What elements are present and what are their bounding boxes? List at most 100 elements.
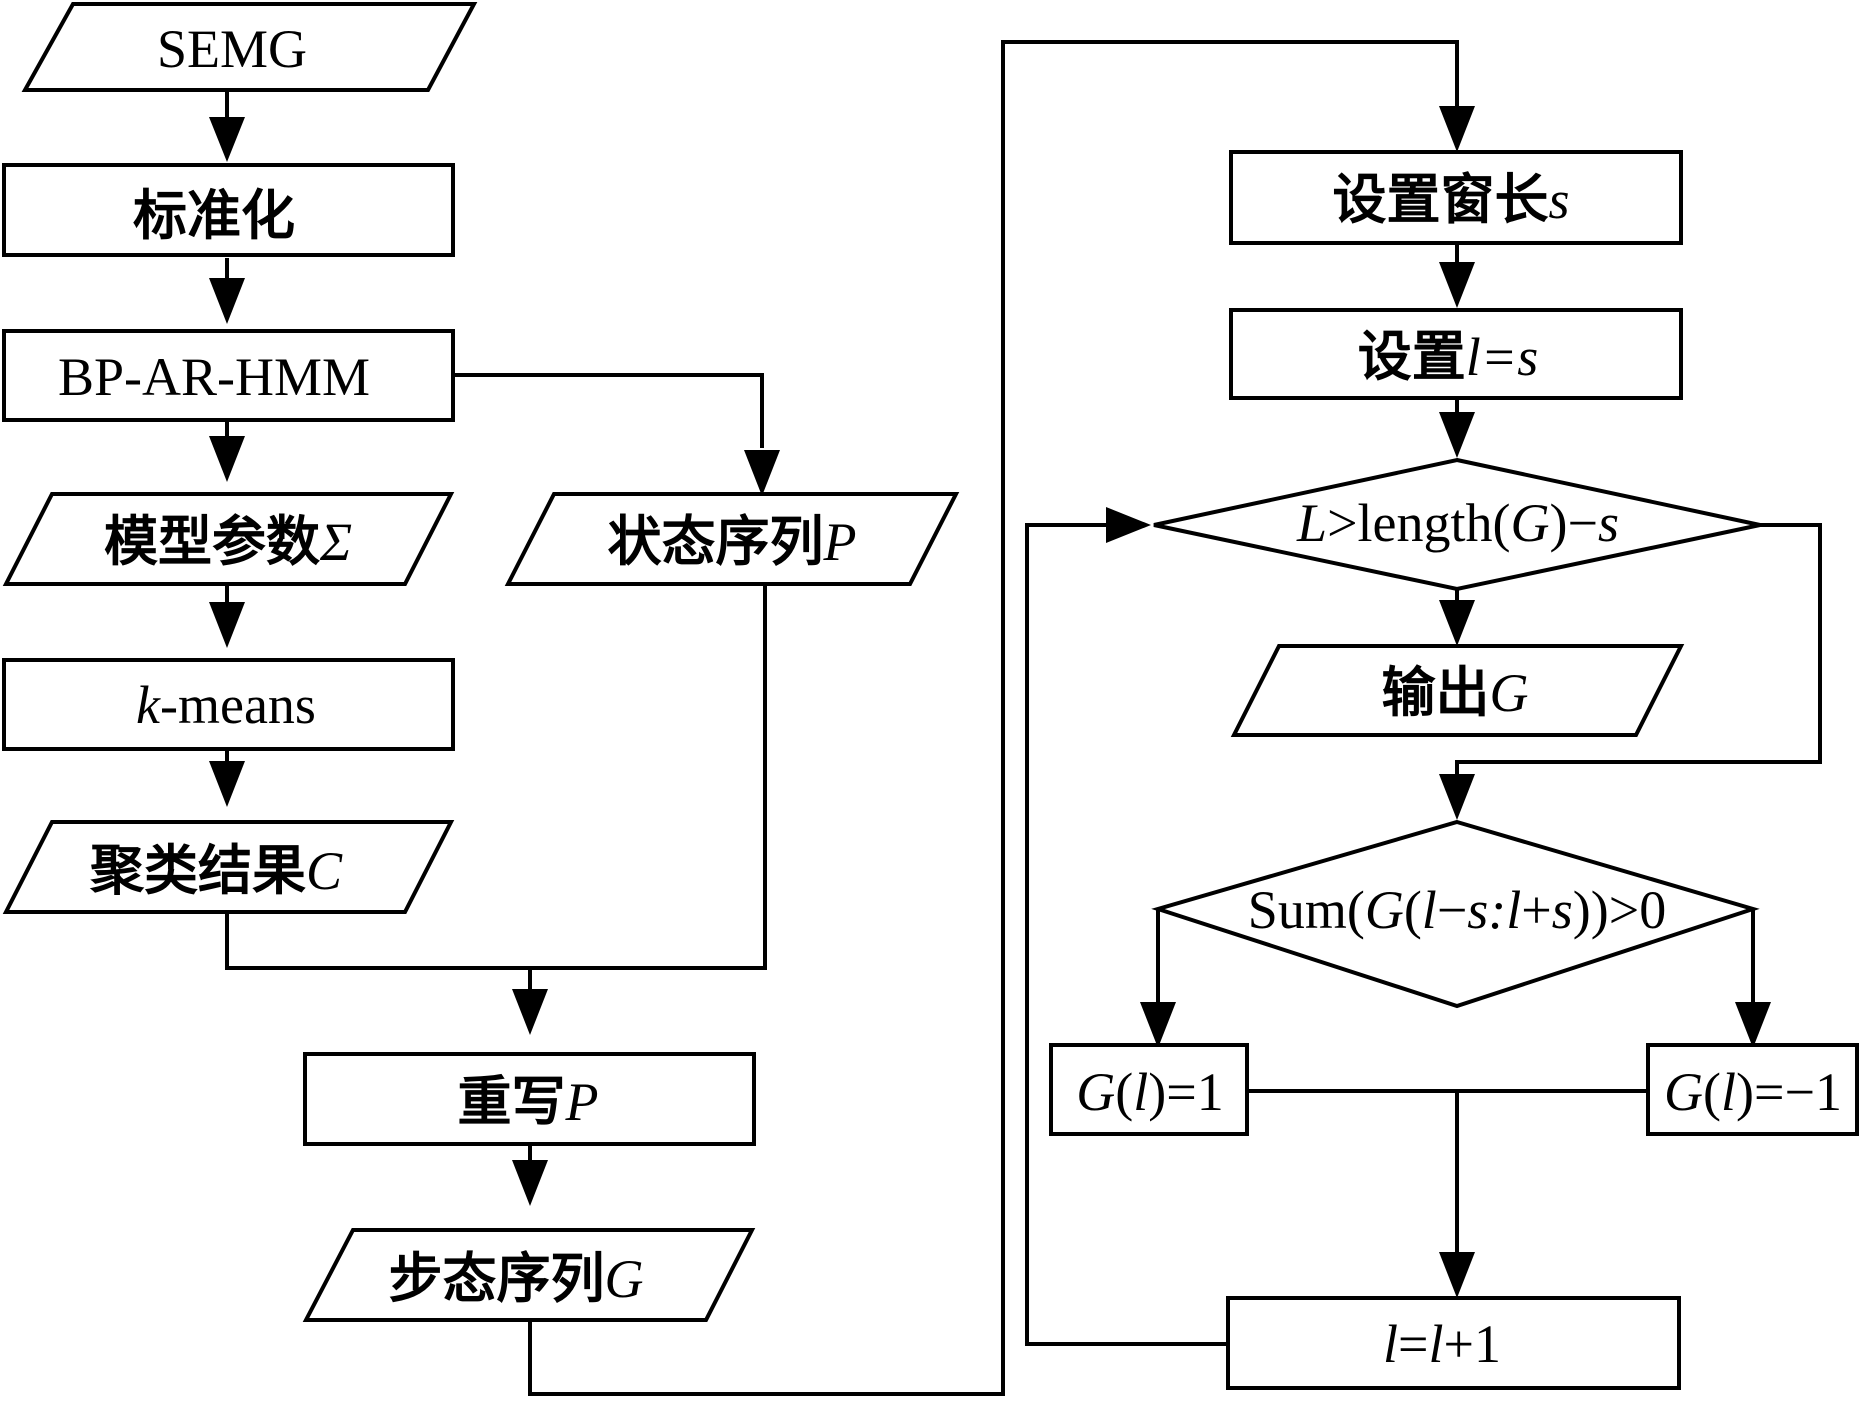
node-cluster-text: 聚类结果: [89, 839, 306, 902]
gpos-open: (: [1115, 1062, 1133, 1122]
node-rewrite-var: P: [565, 1072, 599, 1132]
node-gaitseq-label: 步态序列G: [389, 1247, 644, 1310]
node-gaitseq-text: 步态序列: [389, 1247, 605, 1310]
node-kmeans-label: k-means: [136, 675, 316, 735]
node-rewrite: 重写P: [303, 1052, 756, 1146]
node-output-label: 输出G: [1382, 661, 1529, 724]
cond-sum-p3: (: [1404, 880, 1422, 940]
inc-l2: l: [1429, 1314, 1444, 1374]
node-kmeans: k-means: [2, 658, 455, 751]
cond-sum-p4: l: [1422, 880, 1437, 940]
arrowhead: [1439, 412, 1475, 458]
edge-bparhmm-stateseq: [454, 373, 764, 448]
cond-length-fn: >length(: [1327, 493, 1510, 553]
cond-sum-p2: G: [1365, 880, 1404, 940]
node-standardize-label: 标准化: [133, 184, 295, 247]
gpos-l: l: [1133, 1062, 1148, 1122]
node-gneg-label: G(l)=−1: [1664, 1062, 1842, 1122]
node-setl-text: 设置: [1358, 325, 1466, 388]
node-increment-label: l=l+1: [1383, 1314, 1501, 1374]
cond-sum-p7: :: [1488, 880, 1506, 940]
edge-condlength-no: [1455, 523, 1822, 777]
cond-sum-p9: +: [1521, 880, 1551, 940]
arrowhead: [1439, 1252, 1475, 1298]
node-condsum: Sum(G(l−s:l+s))>0: [1151, 819, 1760, 1009]
node-standardize: 标准化: [2, 163, 455, 257]
cond-length-minus: )−: [1550, 493, 1598, 553]
arrowhead: [512, 989, 548, 1035]
arrowhead: [512, 1160, 548, 1206]
node-condsum-label: Sum(G(l−s:l+s))>0: [1248, 880, 1666, 940]
cond-length-s: s: [1598, 493, 1619, 553]
arrowhead: [744, 450, 780, 496]
node-output: 输出G: [1230, 644, 1685, 737]
node-setwindow-text: 设置窗长: [1332, 168, 1548, 231]
node-output-text: 输出: [1382, 661, 1490, 724]
node-rewrite-label: 重写P: [458, 1070, 599, 1133]
node-setl-eq: =: [1481, 327, 1517, 387]
node-stateseq-var: P: [823, 512, 857, 572]
node-gneg: G(l)=−1: [1646, 1043, 1859, 1136]
node-setl-var2: s: [1517, 327, 1538, 387]
node-modelparams: 模型参数Σ: [2, 492, 455, 586]
inc-plus: +1: [1444, 1314, 1501, 1374]
connectors: [225, 40, 1822, 1396]
inc-eq: =: [1398, 1314, 1428, 1374]
arrowhead: [1735, 1002, 1771, 1048]
node-gpos-label: G(l)=1: [1076, 1062, 1223, 1122]
arrowhead: [1439, 774, 1475, 820]
node-stateseq: 状态序列P: [504, 492, 960, 586]
node-bparhmm-label: BP-AR-HMM: [58, 347, 370, 407]
arrowhead: [209, 117, 245, 162]
node-setwindow: 设置窗长s: [1229, 150, 1683, 245]
edge-increment-loop: [1025, 523, 1228, 1346]
gpos-rest: )=1: [1148, 1062, 1223, 1122]
edge-cluster-merge: [225, 584, 767, 970]
arrowhead: [1106, 507, 1151, 543]
arrowhead: [1140, 1002, 1176, 1048]
cond-length-L: L: [1296, 493, 1327, 553]
gneg-G: G: [1664, 1062, 1703, 1122]
node-stateseq-label: 状态序列P: [608, 510, 857, 573]
node-setl-label: 设置l=s: [1358, 325, 1538, 388]
gneg-rest: )=−1: [1736, 1062, 1842, 1122]
gneg-l: l: [1721, 1062, 1736, 1122]
node-increment: l=l+1: [1226, 1296, 1681, 1390]
cond-sum-p8: l: [1506, 880, 1521, 940]
cond-sum-p6: s: [1467, 880, 1488, 940]
arrowhead: [209, 602, 245, 648]
arrowhead: [209, 278, 245, 324]
node-setl-var1: l: [1466, 327, 1481, 387]
node-setwindow-var: s: [1548, 170, 1569, 230]
inc-l1: l: [1383, 1314, 1398, 1374]
gneg-open: (: [1703, 1062, 1721, 1122]
node-condlength: L>length(G)−s: [1153, 457, 1761, 592]
node-output-var: G: [1490, 663, 1529, 723]
node-cluster-var: C: [306, 841, 343, 901]
arrowhead: [1439, 262, 1475, 308]
cond-sum-p5: −: [1437, 880, 1467, 940]
node-gpos: G(l)=1: [1049, 1043, 1249, 1136]
gpos-G: G: [1076, 1062, 1115, 1122]
node-modelparams-label: 模型参数Σ: [104, 510, 352, 573]
arrowhead: [209, 761, 245, 807]
node-cluster: 聚类结果C: [2, 820, 455, 914]
node-modelparams-var: Σ: [319, 512, 352, 572]
node-condlength-label: L>length(G)−s: [1296, 493, 1619, 553]
cond-length-G: G: [1511, 493, 1550, 553]
node-modelparams-text: 模型参数: [104, 510, 320, 573]
node-setwindow-label: 设置窗长s: [1332, 168, 1569, 231]
cond-sum-p1: Sum(: [1248, 880, 1365, 940]
node-bparhmm: BP-AR-HMM: [2, 329, 455, 422]
node-stateseq-text: 状态序列: [608, 510, 824, 573]
node-gaitseq: 步态序列G: [302, 1228, 756, 1322]
node-semg: SEMG: [21, 1, 478, 92]
edge-gaitseq-setwindow: [528, 40, 1459, 1396]
node-setl: 设置l=s: [1229, 308, 1683, 400]
node-kmeans-text: -means: [160, 675, 316, 735]
arrowheads: [209, 106, 1771, 1298]
node-rewrite-text: 重写: [458, 1070, 566, 1133]
node-gaitseq-var: G: [605, 1249, 644, 1309]
arrowhead: [1439, 600, 1475, 646]
